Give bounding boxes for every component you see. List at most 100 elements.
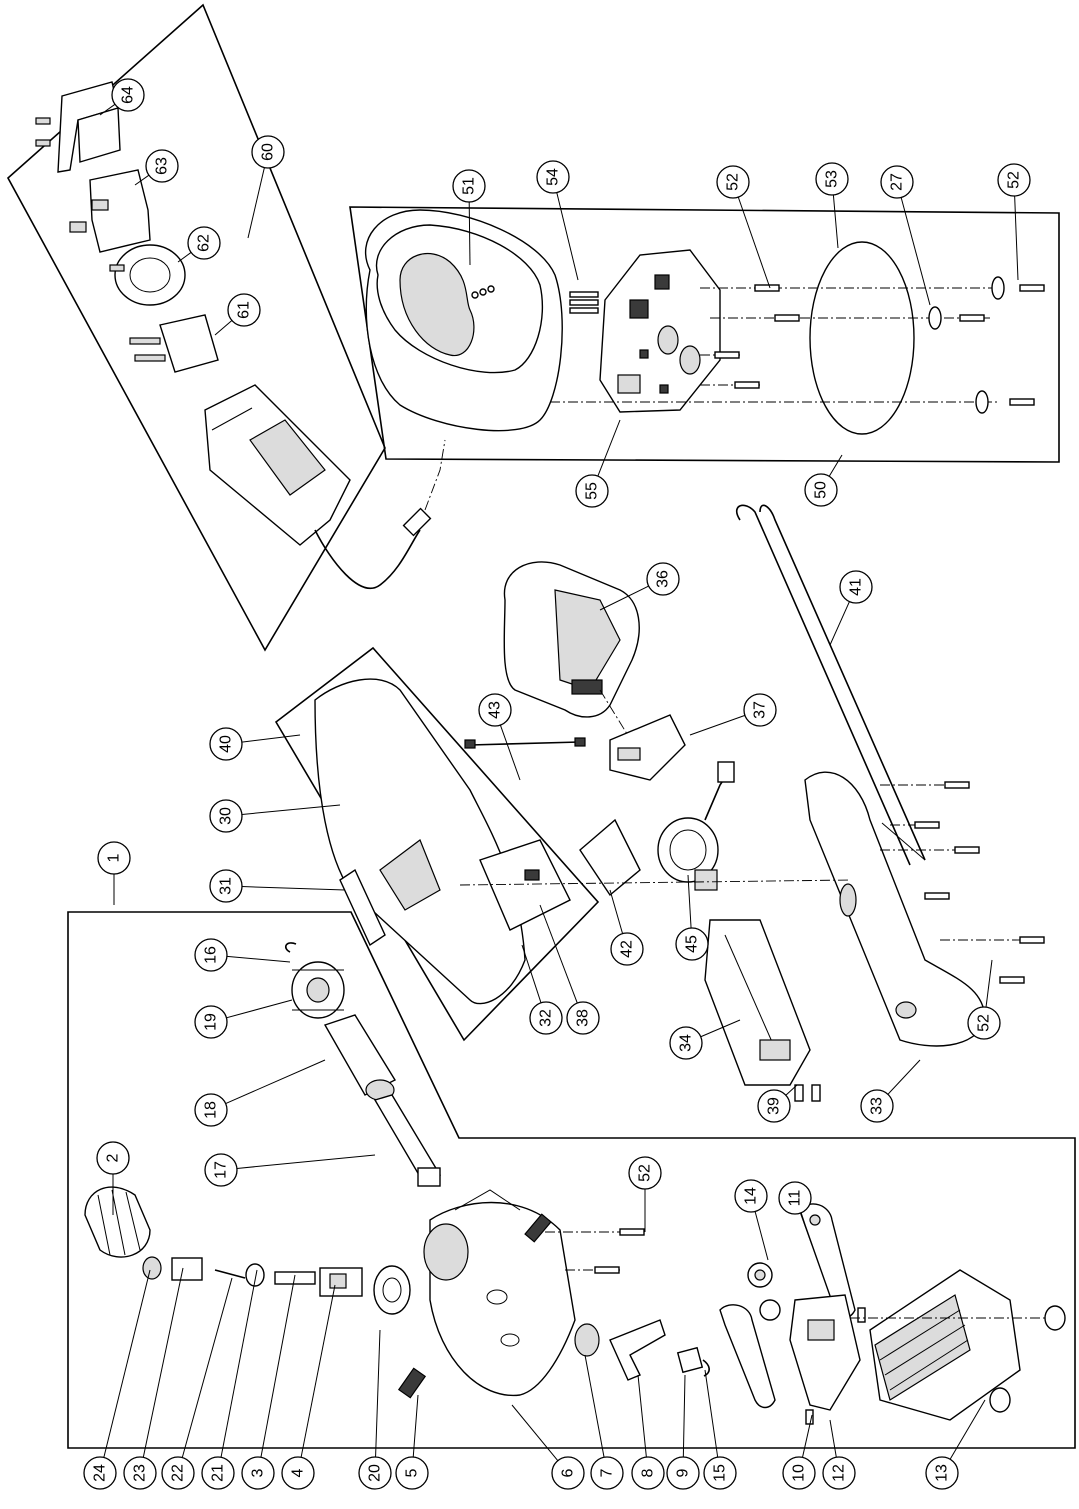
callout-circle <box>145 149 179 183</box>
callout-34: 34 <box>669 1026 703 1060</box>
screw-13 <box>850 1305 1066 1413</box>
washer-14 <box>747 1262 781 1321</box>
leader-line-30 <box>241 804 341 815</box>
charger-power-supply <box>204 384 432 589</box>
leader-line-8 <box>637 1374 647 1458</box>
battery-36 <box>503 561 640 718</box>
callout-circle <box>123 1456 157 1490</box>
callout-circle <box>209 869 243 903</box>
bearing-20 <box>373 1265 411 1315</box>
screw-10 <box>805 1307 866 1425</box>
leader-line-62 <box>177 252 192 263</box>
callout-number: 64 <box>120 86 137 104</box>
callout-circle <box>281 1456 315 1490</box>
shaft-3 <box>274 1271 316 1285</box>
spring-24 <box>142 1256 162 1280</box>
callout-number: 30 <box>218 807 235 825</box>
callout-number: 10 <box>791 1464 808 1482</box>
callout-number: 8 <box>640 1468 657 1477</box>
callout-number: 52 <box>725 173 742 191</box>
callout-number: 36 <box>655 570 672 588</box>
callout-circle <box>536 160 570 194</box>
callout-number: 12 <box>831 1464 848 1482</box>
callout-circle <box>778 1181 812 1215</box>
callout-33: 33 <box>860 1089 894 1123</box>
screws-52-head <box>524 1213 645 1274</box>
leader-line-4 <box>300 1284 336 1458</box>
callout-number: 53 <box>824 170 841 188</box>
callout-circle <box>839 570 873 604</box>
callout-number: 15 <box>712 1464 729 1482</box>
leader-line-31 <box>241 886 346 891</box>
wire-43 <box>464 737 586 749</box>
leader-line-63 <box>134 174 150 186</box>
callout-number: 13 <box>934 1464 951 1482</box>
contact-pins-54 <box>569 291 599 314</box>
callout-2: 2 <box>96 1141 130 1175</box>
callout-circle <box>925 1456 959 1490</box>
callout-63: 63 <box>145 149 179 183</box>
callout-circle <box>194 1093 228 1127</box>
callout-number: 38 <box>575 1009 592 1027</box>
leader-line-60 <box>247 167 265 239</box>
kit-1-border <box>67 911 1076 1449</box>
callout-number: 20 <box>367 1464 384 1482</box>
callout-39: 39 <box>757 1089 791 1123</box>
callout-number: 39 <box>766 1097 783 1115</box>
callout-number: 51 <box>461 177 478 195</box>
callout-6: 6 <box>551 1456 585 1490</box>
callout-number: 21 <box>210 1464 227 1482</box>
callout-circle <box>201 1456 235 1490</box>
callout-circle <box>96 1141 130 1175</box>
leader-line-55 <box>597 419 621 477</box>
callout-42: 42 <box>610 932 644 966</box>
callout-circle <box>241 1456 275 1490</box>
leader-line-19 <box>226 999 293 1019</box>
charging-base-51 <box>364 209 563 432</box>
block-9 <box>676 1346 704 1374</box>
callout-circle <box>997 163 1031 197</box>
callout-24: 24 <box>83 1456 117 1490</box>
callout-circle <box>646 562 680 596</box>
callout-number: 63 <box>154 157 171 175</box>
callout-number: 52 <box>1006 171 1023 189</box>
callout-circle <box>452 169 486 203</box>
leader-line-15 <box>704 1369 719 1458</box>
electronics-board-32 <box>479 839 571 931</box>
callout-number: 11 <box>787 1190 804 1207</box>
callout-circle <box>822 1456 856 1490</box>
callout-number: 27 <box>889 173 906 191</box>
callout-13: 13 <box>925 1456 959 1490</box>
leader-line-64 <box>99 103 116 116</box>
callout-43: 43 <box>478 693 512 727</box>
callout-number: 1 <box>106 853 123 862</box>
leader-line-14 <box>754 1211 769 1261</box>
leader-line-52 <box>737 196 771 289</box>
leader-line-61 <box>214 320 233 336</box>
callout-circle <box>743 693 777 727</box>
callout-number: 55 <box>584 482 601 500</box>
bushing-23 <box>171 1257 203 1281</box>
callout-circle <box>804 473 838 507</box>
callout-52: 52 <box>716 165 750 199</box>
callout-40: 40 <box>209 727 243 761</box>
callout-number: 42 <box>619 940 636 958</box>
callout-5: 5 <box>395 1456 429 1490</box>
leader-lines <box>99 103 1019 1461</box>
screws-39 <box>794 1084 821 1102</box>
callout-circle <box>194 938 228 972</box>
callout-number: 62 <box>196 234 213 252</box>
leader-line-39 <box>785 1084 798 1096</box>
callout-36: 36 <box>646 562 680 596</box>
leader-line-51 <box>468 201 471 266</box>
callout-number: 5 <box>404 1468 421 1477</box>
screw-5 <box>397 1367 427 1399</box>
leader-line-3 <box>260 1274 296 1458</box>
callout-number: 31 <box>218 877 235 895</box>
callout-circle <box>631 1456 665 1490</box>
callout-21: 21 <box>201 1456 235 1490</box>
callout-circle <box>551 1456 585 1490</box>
callout-number: 61 <box>236 301 253 319</box>
callout-circle <box>716 165 750 199</box>
lever-left <box>719 1304 776 1409</box>
